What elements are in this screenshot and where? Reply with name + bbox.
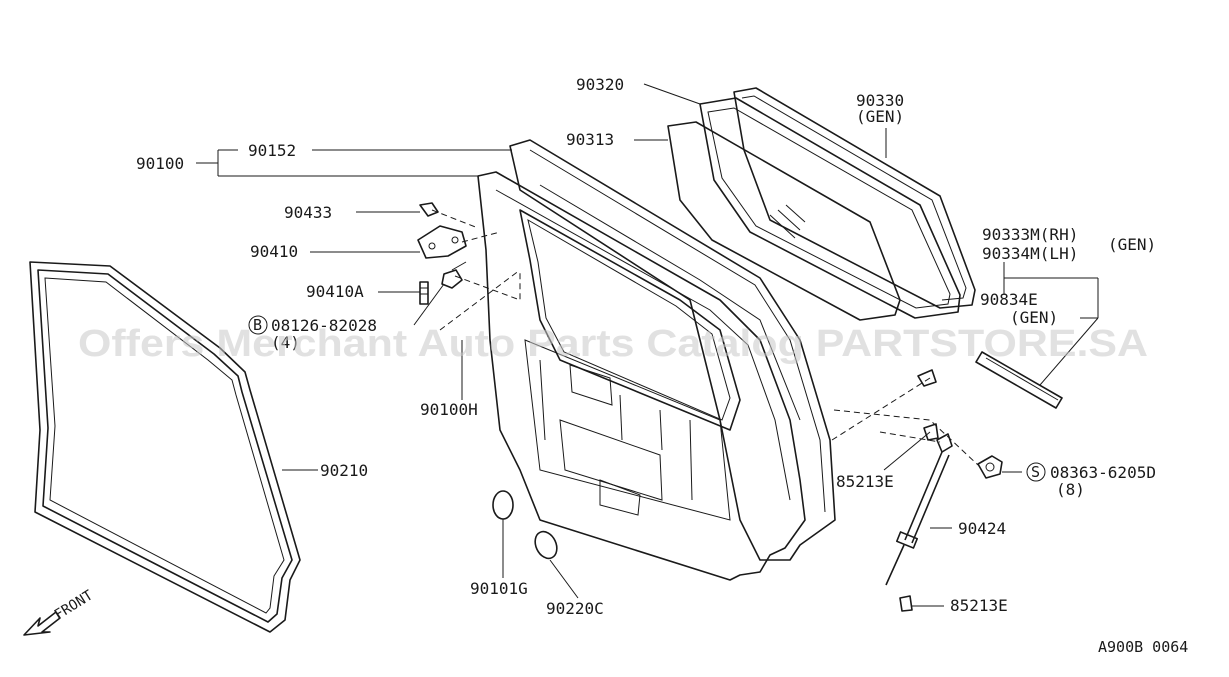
plug-90101g xyxy=(492,490,514,520)
label-90424: 90424 xyxy=(958,519,1006,538)
label-08363-qty: (8) xyxy=(1056,480,1085,499)
label-90333m: 90333M(RH) xyxy=(982,225,1078,244)
bolt-08126 xyxy=(441,261,467,289)
label-90334m: 90334M(LH) xyxy=(982,244,1078,263)
bolt-b-symbol: B xyxy=(248,315,268,335)
label-90330: 90330 xyxy=(856,91,904,110)
label-90330-gen: (GEN) xyxy=(856,107,904,126)
inner-panel-90100H xyxy=(477,171,806,581)
gas-stay-90424 xyxy=(885,433,953,586)
front-arrow-icon xyxy=(23,611,61,636)
label-90433: 90433 xyxy=(284,203,332,222)
glass-weatherstrip-90330 xyxy=(733,87,976,309)
label-90320: 90320 xyxy=(576,75,624,94)
label-90834e: 90834E xyxy=(980,290,1038,309)
glass-molding-90320 xyxy=(699,97,961,319)
label-85213e-lower: 85213E xyxy=(950,596,1008,615)
clip-85213e-upper xyxy=(923,423,939,441)
label-90101g: 90101G xyxy=(470,579,528,598)
diagram-code: A900B 0064 xyxy=(1098,638,1188,656)
back-glass-90313 xyxy=(667,121,901,321)
bolt-b-letter: B xyxy=(253,316,262,334)
spoiler-strip-90834e xyxy=(975,351,1063,409)
label-90410a: 90410A xyxy=(306,282,364,301)
hinge-90410 xyxy=(417,202,467,259)
label-90100: 90100 xyxy=(136,154,184,173)
label-90313: 90313 xyxy=(566,130,614,149)
label-08126-qty: (4) xyxy=(271,333,300,352)
front-label: FRONT xyxy=(52,587,97,623)
label-90410: 90410 xyxy=(250,242,298,261)
clip-85213e-lower xyxy=(899,595,913,612)
label-90152: 90152 xyxy=(248,141,296,160)
label-85213e-upper: 85213E xyxy=(836,472,894,491)
bolt-s-symbol: S xyxy=(1026,462,1046,482)
weatherstrip-90210 xyxy=(29,261,301,633)
bolt-s-letter: S xyxy=(1031,463,1040,481)
watermark: Offers Merchant Auto Parts Catalog PARTS… xyxy=(78,323,1148,365)
label-gen-group: (GEN) xyxy=(1108,235,1156,254)
bolt-90410a xyxy=(419,281,429,305)
label-90220c: 90220C xyxy=(546,599,604,618)
label-90100h: 90100H xyxy=(420,400,478,419)
label-08363-6205d: 08363-6205D xyxy=(1050,463,1156,482)
label-90210: 90210 xyxy=(320,461,368,480)
label-90834e-gen: (GEN) xyxy=(1010,308,1058,327)
clip-90834e xyxy=(917,369,937,387)
bolt-08363 xyxy=(977,455,1003,479)
outer-panel-90152 xyxy=(509,139,836,561)
label-08126-82028: 08126-82028 xyxy=(271,316,377,335)
plug-90220c xyxy=(534,530,558,560)
